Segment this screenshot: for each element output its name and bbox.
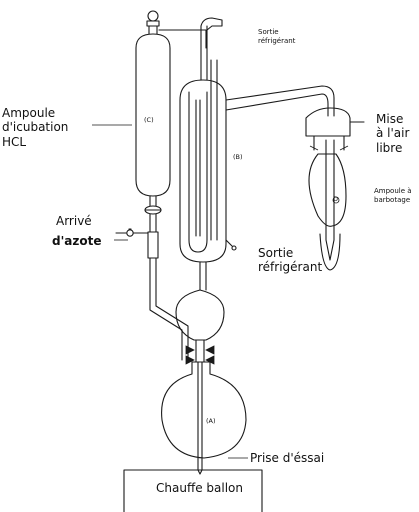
label-ampoule-line2: d'icubation <box>2 120 69 135</box>
label-vessel-a: (A) <box>206 417 216 425</box>
label-ampoule-line3: HCL <box>2 134 27 149</box>
label-azote: d'azote <box>52 234 102 248</box>
delivery-tube <box>149 257 189 361</box>
label-sortie-refrigerant-top-line1: Sortie <box>258 28 279 36</box>
label-sortie-refrigerant-mid-line2: réfrigérant <box>258 260 323 275</box>
side-arm <box>225 85 365 137</box>
label-barbotage-line1: Ampoule à <box>374 187 412 195</box>
label-prise-essai: Prise d'éssai <box>250 451 325 465</box>
ampoule-stopper <box>146 10 207 49</box>
ampoule-c <box>135 33 171 259</box>
flask-a <box>161 361 247 475</box>
label-sortie-refrigerant-mid-line1: Sortie <box>258 246 294 260</box>
label-sortie-refrigerant-mid: Sortie réfrigérant <box>258 246 322 275</box>
heating-mantle <box>123 469 263 512</box>
label-mise-line2: à l'air <box>376 126 410 141</box>
label-barbotage-line2: barbotage <box>374 195 411 204</box>
label-vessel-d: D <box>333 195 339 203</box>
label-arrive: Arrivé <box>56 214 92 228</box>
label-ampoule: Ampoule d'icubation HCL <box>2 106 68 149</box>
label-ampoule-line1: Ampoule <box>2 106 56 120</box>
bubbler-d <box>308 135 349 271</box>
label-mise-line1: Mise <box>376 112 404 126</box>
label-mise-line3: libre <box>376 140 403 155</box>
reaction-head <box>175 289 225 365</box>
label-chauffe-ballon: Chauffe ballon <box>156 481 243 495</box>
label-sortie-refrigerant-top: Sortie réfrigérant <box>258 28 295 46</box>
nitrogen-inlet <box>115 228 149 237</box>
label-sortie-refrigerant-top-line2: réfrigérant <box>258 36 296 45</box>
label-vessel-c: (C) <box>144 116 154 124</box>
label-vessel-b: (B) <box>233 153 243 161</box>
label-ampoule-barbotage: Ampoule à barbotage <box>374 187 412 205</box>
label-mise-air-libre: Mise à l'air libre <box>376 112 409 155</box>
condenser-b <box>179 17 237 291</box>
